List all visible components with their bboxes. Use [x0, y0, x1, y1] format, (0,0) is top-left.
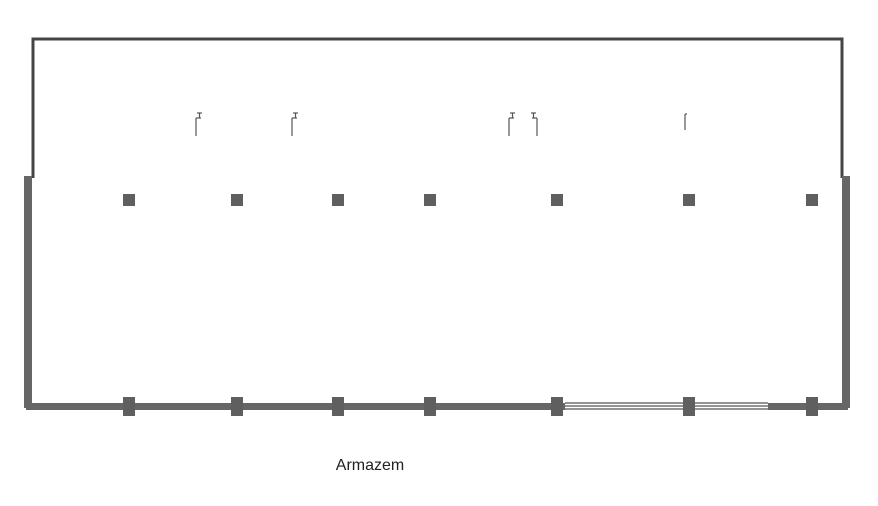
column — [806, 397, 818, 416]
fixture — [508, 112, 515, 136]
column — [551, 194, 563, 206]
column — [551, 397, 563, 416]
column — [683, 194, 695, 206]
column — [231, 194, 243, 206]
right-wall — [842, 176, 850, 408]
fixture — [195, 112, 202, 136]
column — [123, 194, 135, 206]
column — [332, 397, 344, 416]
fixture — [684, 113, 687, 130]
interior-columns — [123, 194, 818, 206]
column — [424, 194, 436, 206]
small-fixtures — [195, 112, 687, 136]
left-wall — [24, 176, 32, 408]
room-label: Armazem — [335, 457, 405, 474]
fixture — [531, 112, 538, 136]
column — [231, 397, 243, 416]
column — [123, 397, 135, 416]
bottom-wall-left — [26, 403, 565, 410]
column — [806, 194, 818, 206]
column — [424, 397, 436, 416]
column — [332, 194, 344, 206]
fixture — [291, 112, 298, 136]
bottom-window — [565, 402, 768, 410]
upper-outline — [31, 37, 844, 178]
wall-columns — [123, 397, 818, 416]
column — [683, 397, 695, 416]
